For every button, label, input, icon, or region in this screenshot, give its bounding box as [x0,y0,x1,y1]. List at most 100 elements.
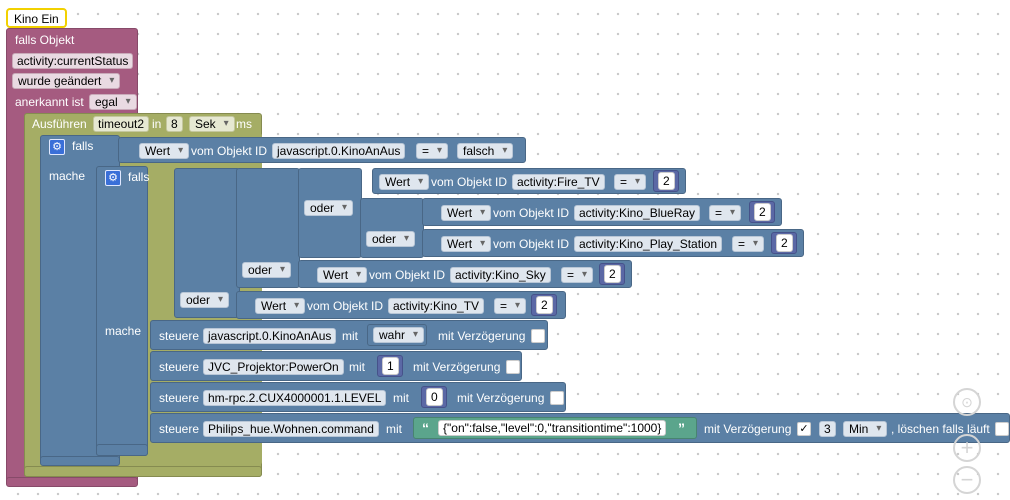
operator-dropdown[interactable]: = [709,205,742,221]
number-block[interactable]: 2 [599,263,625,285]
oid-field[interactable]: activity:Kino_BlueRay [574,205,701,221]
value-block[interactable]: wahr [367,324,427,346]
compare-kino-sky[interactable]: Wert vom Objekt ID activity:Kino_Sky = 2 [298,260,632,288]
if-inner-bottom [96,444,148,456]
oid-field[interactable]: javascript.0.KinoAnAus [203,328,337,344]
trigger-title: falls Objekt [15,33,75,47]
if-outer-bottom [40,456,120,466]
action-hm-rpc-level[interactable]: steuere hm-rpc.2.CUX4000001.1.LEVEL mit … [150,382,566,412]
recenter-icon[interactable]: ⊙ [953,388,981,416]
mit-label: mit [386,422,402,436]
operator-dropdown[interactable]: = [732,236,765,252]
delay-value-field[interactable]: 3 [819,421,836,437]
steuere-label: steuere [159,422,200,436]
delay-label: mit Verzögerung [457,391,545,405]
number-block[interactable]: 2 [653,170,679,192]
number-field[interactable]: 2 [604,265,621,283]
delay-checkbox[interactable] [506,360,520,374]
oid-field[interactable]: activity:Kino_TV [388,298,485,314]
oid-field[interactable]: JVC_Projektor:PowerOn [203,359,344,375]
operator-dropdown[interactable]: = [416,143,449,159]
prop-dropdown[interactable]: Wert [441,236,492,252]
prop-dropdown[interactable]: Wert [317,267,368,283]
oid-field[interactable]: activity:Kino_Play_Station [574,236,723,252]
action-kinoanaus[interactable]: steuere javascript.0.KinoAnAus mit wahr … [150,320,548,350]
script-name-hat[interactable]: Kino Ein [6,8,67,28]
gear-icon-inner[interactable]: ⚙ [105,170,121,186]
timeout-var-field[interactable]: timeout2 [93,116,150,132]
mit-label: mit [393,391,409,405]
compare-kino-blueray[interactable]: Wert vom Objekt ID activity:Kino_BlueRay… [422,198,782,226]
or-dropdown-1[interactable]: oder [180,292,230,308]
compare-fire-tv[interactable]: Wert vom Objekt ID activity:Fire_TV = 2 [372,168,686,194]
action-philips-hue[interactable]: steuere Philips_hue.Wohnen.command mit “… [150,413,1010,443]
or-dropdown-3[interactable]: oder [304,200,354,216]
value-dropdown[interactable]: wahr [373,327,425,343]
operator-dropdown[interactable]: = [614,174,647,190]
timeout-value-field[interactable]: 8 [166,116,183,132]
compare-kino-play-station[interactable]: Wert vom Objekt ID activity:Kino_Play_St… [422,229,804,257]
number-field[interactable]: 2 [658,172,675,190]
if-inner-falls: falls [128,170,150,184]
or-dropdown-4[interactable]: oder [366,231,416,247]
delay-unit-dropdown[interactable]: Min [843,421,888,437]
number-field[interactable]: 2 [776,234,793,252]
prop-dropdown[interactable]: Wert [255,298,306,314]
oid-field[interactable]: activity:Fire_TV [512,174,605,190]
delay-checkbox[interactable] [531,329,545,343]
ack-label: anerkannt ist [15,95,84,109]
delay-checkbox[interactable]: ✓ [797,422,811,436]
number-field[interactable]: 2 [754,203,771,221]
if-block-inner[interactable]: ⚙ falls mache [96,166,150,456]
prop-dropdown[interactable]: Wert [441,205,492,221]
ack-dropdown[interactable]: egal [89,94,137,110]
vom-objekt-label: vom Objekt ID [493,206,570,220]
gear-icon[interactable]: ⚙ [49,139,65,155]
compare-kino-tv[interactable]: Wert vom Objekt ID activity:Kino_TV = 2 [236,291,566,319]
oid-field[interactable]: javascript.0.KinoAnAus [272,143,406,159]
operator-dropdown[interactable]: = [561,267,594,283]
timeout-bottom [24,466,262,477]
delay-checkbox[interactable] [550,391,564,405]
vom-objekt-label: vom Objekt ID [307,299,384,313]
trigger-mode-dropdown[interactable]: wurde geändert [12,73,121,89]
value-dropdown[interactable]: falsch [457,143,514,159]
prop-dropdown[interactable]: Wert [139,143,190,159]
number-field[interactable]: 1 [382,357,399,375]
timeout-unit-dropdown[interactable]: Sek [189,116,235,132]
steuere-label: steuere [159,360,200,374]
or-block-1[interactable]: oder [174,168,240,318]
delay-label: mit Verzögerung [438,329,526,343]
prop-dropdown[interactable]: Wert [379,174,430,190]
action-jvc-projektor[interactable]: steuere JVC_Projektor:PowerOn mit 1 mit … [150,351,522,381]
if-outer-condition[interactable]: Wert vom Objekt ID javascript.0.KinoAnAu… [118,137,526,163]
open-quote-icon: “ [422,420,429,436]
timeout-label: Ausführen [32,117,87,131]
or-dropdown-2[interactable]: oder [242,262,292,278]
number-block[interactable]: 0 [421,386,447,408]
number-block[interactable]: 2 [771,232,797,254]
zoom-in-icon[interactable]: + [953,434,981,462]
number-field[interactable]: 0 [426,388,443,406]
text-block[interactable]: “ {"on":false,"level":0,"transitiontime"… [413,417,697,439]
if-outer-mache: mache [49,169,86,183]
number-block[interactable]: 2 [531,294,557,316]
steuere-label: steuere [159,391,200,405]
oid-field[interactable]: hm-rpc.2.CUX4000001.1.LEVEL [203,390,387,406]
json-value-field[interactable]: {"on":false,"level":0,"transitiontime":1… [438,420,667,436]
clear-checkbox[interactable] [995,422,1009,436]
or-block-2[interactable]: oder [236,168,300,288]
or-block-3[interactable]: oder [298,168,362,258]
number-field[interactable]: 2 [536,296,553,314]
number-block[interactable]: 2 [749,201,775,223]
number-block[interactable]: 1 [377,355,403,377]
vom-objekt-label: vom Objekt ID [493,237,570,251]
oid-field[interactable]: Philips_hue.Wohnen.command [203,421,379,437]
operator-dropdown[interactable]: = [494,298,527,314]
zoom-out-icon[interactable]: − [953,466,981,494]
oid-field[interactable]: activity:Kino_Sky [450,267,551,283]
clear-label: , löschen falls läuft [891,422,990,436]
trigger-bottom [6,477,138,487]
or-block-4[interactable]: oder [360,198,424,258]
trigger-object-field[interactable]: activity:currentStatus [12,53,134,69]
